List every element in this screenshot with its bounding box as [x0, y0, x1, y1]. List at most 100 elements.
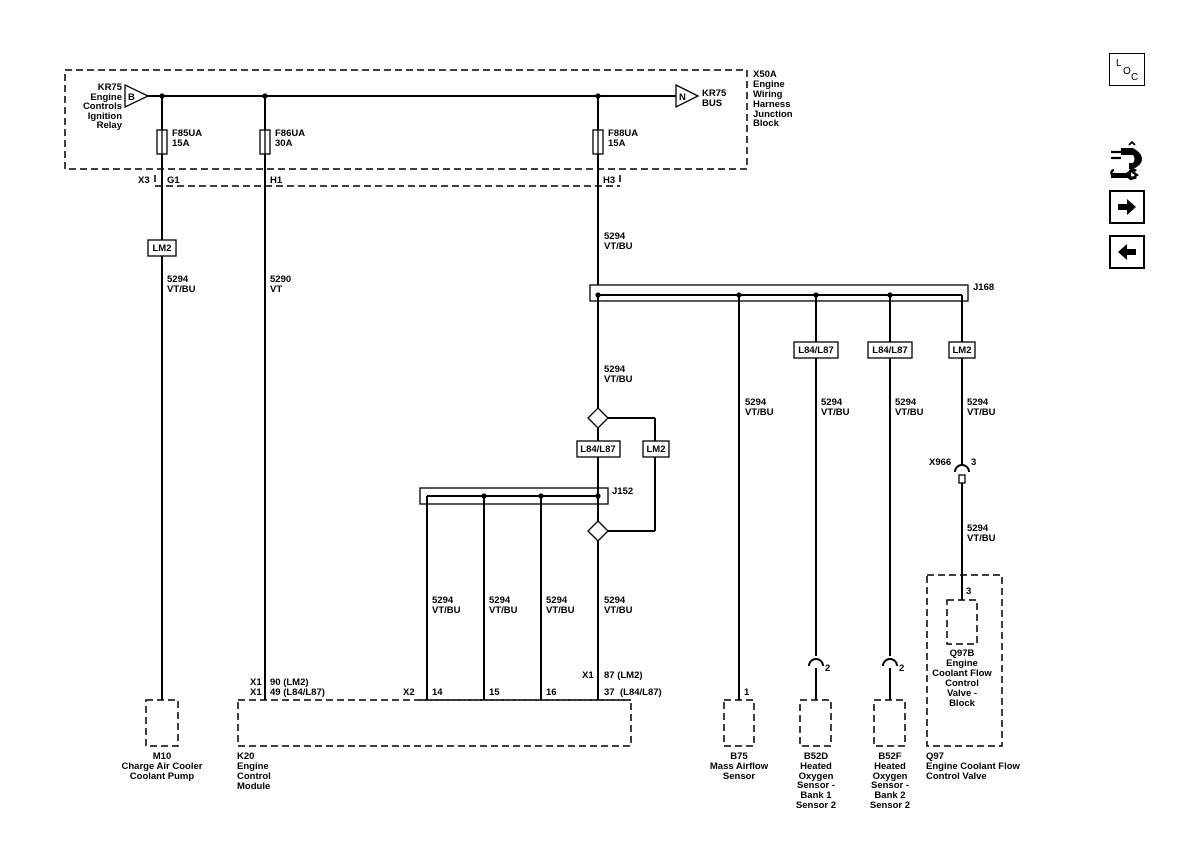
svg-text:5294: 5294 [745, 397, 767, 408]
fuse-f88ua: F88UA 15A [592, 96, 638, 155]
svg-text:Block: Block [949, 698, 976, 709]
relay-connector-arrow [124, 83, 150, 109]
splice-j168 [589, 284, 969, 302]
q97-label: Q97 Engine Coolant Flow Control Valve [926, 751, 1021, 782]
x3-label: X3 [138, 175, 150, 186]
arrow-right-icon [1118, 199, 1136, 215]
svg-text:Sensor 2: Sensor 2 [796, 800, 836, 811]
svg-text:87 (LM2): 87 (LM2) [604, 670, 643, 681]
b52f-label: B52F Heated Oxygen Sensor - Bank 2 Senso… [870, 751, 910, 811]
svg-text:VT/BU: VT/BU [604, 374, 633, 385]
svg-text:B52F: B52F [878, 751, 901, 762]
svg-text:90 (LM2): 90 (LM2) [270, 677, 309, 688]
svg-text:VT/BU: VT/BU [604, 241, 633, 252]
svg-text:B75: B75 [730, 751, 748, 762]
svg-text:Sensor -: Sensor - [797, 780, 835, 791]
junction-block-label: X50A Engine Wiring Harness Junction Bloc… [753, 69, 793, 129]
arrow-left-icon [1118, 244, 1136, 260]
svg-text:B52D: B52D [804, 751, 828, 762]
svg-text:Engine: Engine [237, 761, 269, 772]
next-arrow-button[interactable] [1109, 190, 1145, 224]
svg-text:Heated: Heated [874, 761, 906, 772]
previous-arrow-button[interactable] [1109, 235, 1145, 269]
svg-text:F86UA: F86UA [275, 128, 305, 139]
svg-text:Control Valve: Control Valve [926, 771, 987, 782]
option-split-lower [587, 520, 609, 542]
component-k20 [237, 699, 632, 747]
svg-text:Block: Block [753, 118, 780, 129]
svg-text:Control: Control [945, 678, 979, 689]
svg-text:Bank 1: Bank 1 [800, 790, 832, 801]
splice-j152-label: J152 [612, 486, 633, 497]
fuse-f86ua: F86UA 30A [259, 96, 305, 155]
svg-text:M10: M10 [153, 751, 171, 762]
svg-text:Relay: Relay [97, 120, 123, 131]
component-b75 [723, 699, 755, 747]
svg-text:Engine: Engine [90, 92, 122, 103]
b52f-pin: 2 [899, 663, 904, 674]
svg-text:Wiring: Wiring [753, 89, 783, 100]
bus-desc: BUS [702, 98, 722, 109]
svg-text:Oxygen: Oxygen [799, 771, 834, 782]
k20-label: K20 Engine Control Module [237, 751, 271, 792]
b52f-inline-connector [882, 658, 898, 667]
svg-text:15: 15 [489, 687, 500, 698]
q97b-label: Q97B Engine Coolant Flow Control Valve -… [932, 648, 992, 709]
loc-letter-l: L [1116, 58, 1122, 69]
svg-text:Valve -: Valve - [947, 688, 977, 699]
svg-text:5294: 5294 [432, 595, 454, 606]
b75-pin: 1 [744, 687, 750, 698]
svg-text:VT/BU: VT/BU [604, 605, 633, 616]
svg-text:VT/BU: VT/BU [546, 605, 575, 616]
bus-connector-arrow [675, 83, 700, 109]
connector-wrench-icon[interactable] [1109, 140, 1145, 183]
q97b-pin: 3 [966, 586, 971, 597]
x3-pin-h1: H1 [270, 175, 283, 186]
svg-text:Q97: Q97 [926, 751, 944, 762]
location-button[interactable]: L O C [1109, 53, 1145, 86]
svg-text:Heated: Heated [800, 761, 832, 772]
fuse-f85ua: F85UA 15A [156, 96, 202, 155]
svg-text:16: 16 [546, 687, 557, 698]
svg-text:LM2: LM2 [153, 243, 172, 254]
svg-text:Coolant Flow: Coolant Flow [932, 668, 992, 679]
svg-text:Ignition: Ignition [88, 111, 122, 122]
svg-text:49 (L84/L87): 49 (L84/L87) [270, 687, 325, 698]
loc-letter-o: O [1123, 66, 1131, 77]
svg-text:Harness: Harness [753, 99, 791, 110]
svg-text:5294: 5294 [604, 231, 626, 242]
svg-text:5294: 5294 [821, 397, 843, 408]
svg-text:5290: 5290 [270, 274, 291, 285]
svg-text:5294: 5294 [604, 595, 626, 606]
svg-text:X1: X1 [582, 670, 594, 681]
svg-text:5294: 5294 [967, 523, 989, 534]
svg-text:K20: K20 [237, 751, 254, 762]
svg-text:F88UA: F88UA [608, 128, 638, 139]
svg-text:37: 37 [604, 687, 615, 698]
svg-text:VT: VT [270, 284, 282, 295]
svg-text:(L84/L87): (L84/L87) [620, 687, 662, 698]
component-b52f [873, 699, 906, 747]
svg-text:VT/BU: VT/BU [967, 407, 996, 418]
svg-text:X1: X1 [250, 677, 262, 688]
svg-text:Engine: Engine [753, 79, 785, 90]
svg-text:VT/BU: VT/BU [432, 605, 461, 616]
component-q97b [946, 599, 978, 645]
x966-inline-connector [954, 464, 970, 473]
k20-pin-labels: X1 90 (LM2) X1 49 (L84/L87) X2 14 15 16 … [250, 670, 662, 698]
svg-text:Bank 2: Bank 2 [874, 790, 905, 801]
svg-text:5294: 5294 [604, 364, 626, 375]
svg-text:Control: Control [237, 771, 271, 782]
m10-label: M10 Charge Air Cooler Coolant Pump [122, 751, 203, 782]
svg-text:Oxygen: Oxygen [873, 771, 908, 782]
svg-text:14: 14 [432, 687, 443, 698]
svg-text:Charge Air Cooler: Charge Air Cooler [122, 761, 203, 772]
svg-text:X1: X1 [250, 687, 262, 698]
svg-text:LM2: LM2 [647, 444, 666, 455]
component-b52d [799, 699, 832, 747]
b52d-label: B52D Heated Oxygen Sensor - Bank 1 Senso… [796, 751, 836, 811]
svg-text:F85UA: F85UA [172, 128, 202, 139]
svg-text:Sensor 2: Sensor 2 [870, 800, 910, 811]
svg-text:L84/L87: L84/L87 [580, 444, 615, 455]
bus-pin-label: N [679, 92, 686, 103]
